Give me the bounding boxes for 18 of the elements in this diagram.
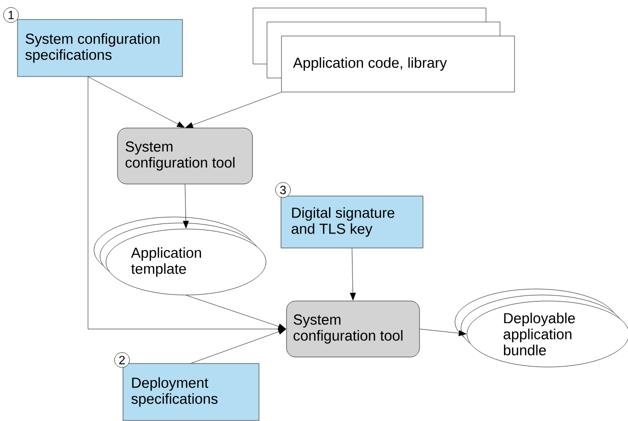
- callout-number: 3: [275, 182, 291, 198]
- callout-number: 1: [3, 7, 19, 23]
- arrow: [182, 184, 189, 228]
- specification-box: Digital signature and TLS key: [280, 196, 424, 248]
- specification-box: Deployment specifications: [122, 363, 260, 421]
- arrow: [88, 76, 185, 128]
- document-stack: Application code, library: [252, 8, 515, 92]
- arrow: [420, 328, 466, 336]
- specification-box: System configuration specifications: [17, 19, 183, 77]
- arrow: [350, 248, 356, 300]
- arrow: [190, 328, 286, 364]
- ellipse-stack: Deployable application bundle: [454, 288, 628, 368]
- tool-box: System configuration tool: [286, 300, 420, 358]
- callout-number: 2: [114, 352, 130, 368]
- tool-box: System configuration tool: [117, 128, 253, 184]
- arrow: [186, 295, 286, 330]
- ellipse-stack: Application template: [94, 216, 266, 296]
- arrow: [185, 92, 282, 128]
